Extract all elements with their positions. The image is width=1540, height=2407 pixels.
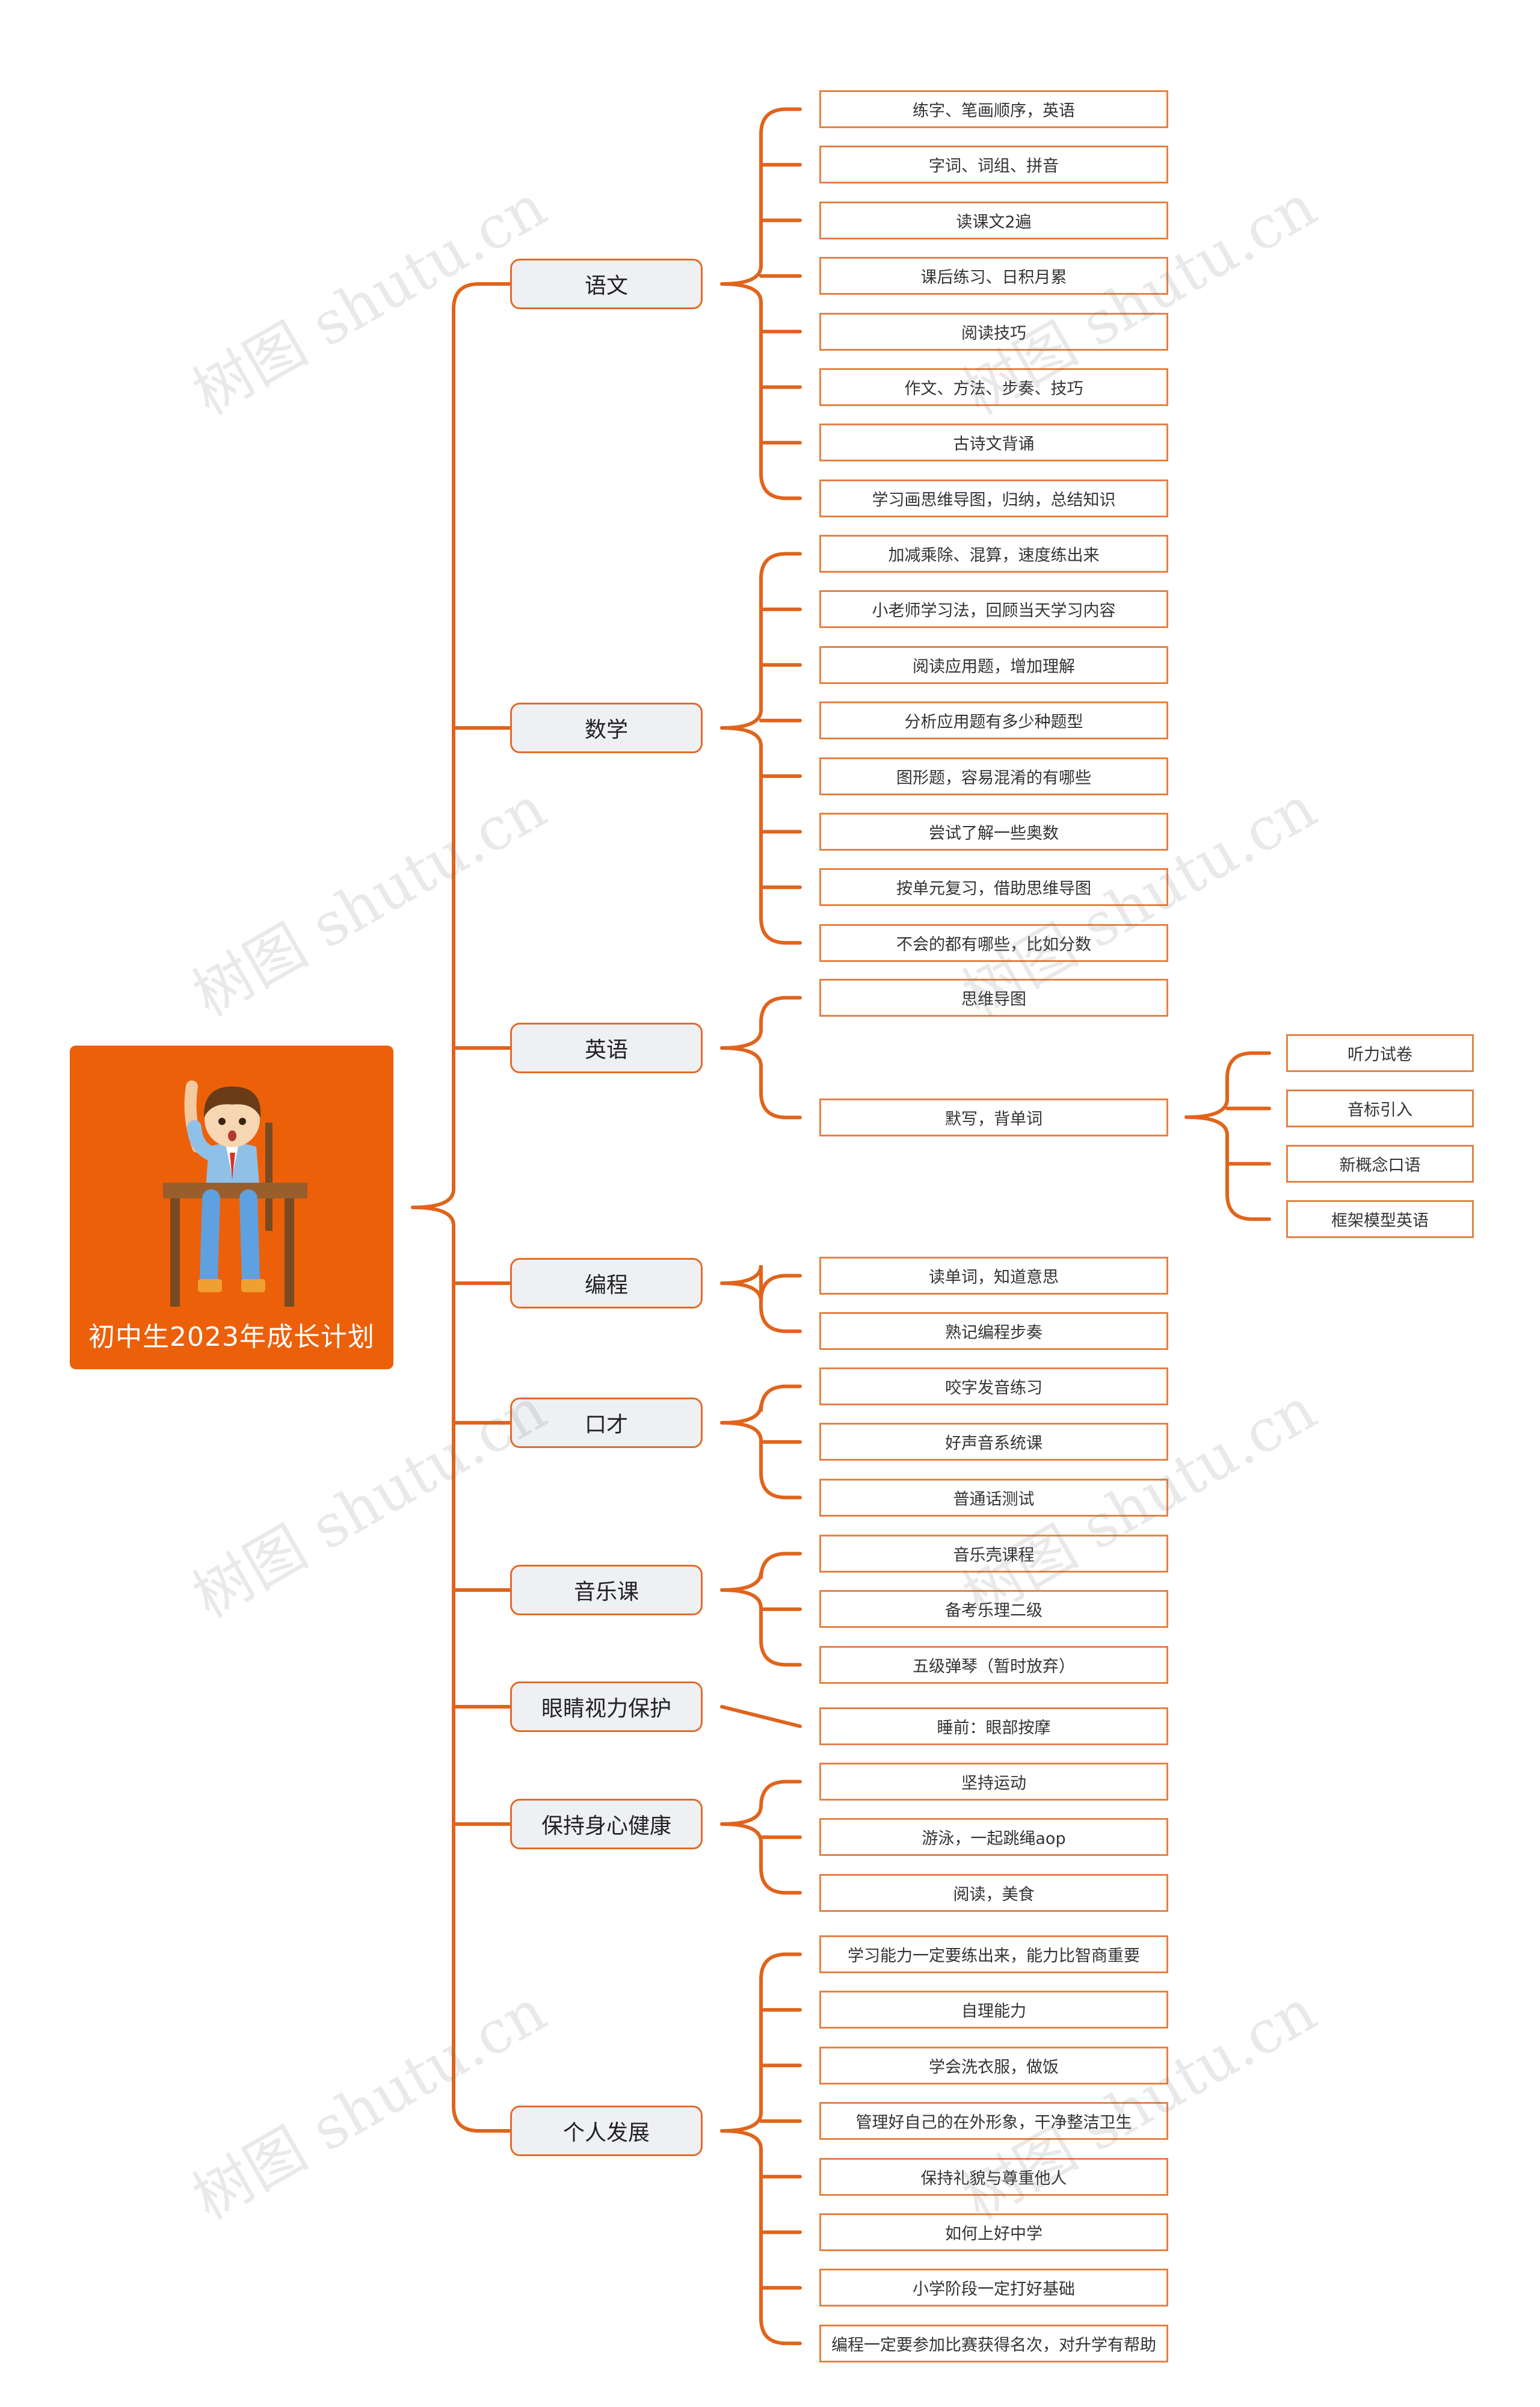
- leaf-node[interactable]: 古诗文背诵: [819, 424, 1168, 462]
- leaf-node[interactable]: 如何上好中学: [819, 2213, 1168, 2251]
- sub-brace-lower: [1184, 1115, 1271, 1221]
- branch-brace-0-lower: [720, 282, 802, 501]
- sub-leaf-node[interactable]: 听力试卷: [1286, 1034, 1474, 1072]
- leaf-node[interactable]: 阅读技巧: [819, 312, 1168, 351]
- leaf-node[interactable]: 熟记编程步奏: [819, 1312, 1168, 1351]
- leaf-node[interactable]: 编程一定要参加比赛获得名次，对升学有帮助: [819, 2324, 1168, 2362]
- leaf-node[interactable]: 加减乘除、混算，速度练出来: [819, 535, 1168, 573]
- leaf-node[interactable]: 不会的都有哪些，比如分数: [819, 923, 1168, 962]
- leaf-node[interactable]: 默写，背单词: [819, 1099, 1168, 1136]
- branch-brace-2-upper: [720, 996, 802, 1050]
- branch-node[interactable]: 口才: [510, 1398, 703, 1448]
- root-trunk-upper: [411, 282, 512, 1209]
- branch-brace-7-upper: [720, 1780, 802, 1826]
- leaf-node[interactable]: 阅读，美食: [819, 1873, 1168, 1912]
- student-at-desk-illustration: [163, 1080, 307, 1307]
- root-trunk-lower: [411, 1206, 512, 2133]
- leaf-node[interactable]: 备考乐理二级: [819, 1590, 1168, 1629]
- branch-brace-4-lower: [720, 1421, 802, 1500]
- leaf-node[interactable]: 作文、方法、步奏、技巧: [819, 368, 1168, 406]
- leaf-node[interactable]: 自理能力: [819, 1991, 1168, 2029]
- branch-node[interactable]: 语文: [510, 259, 703, 309]
- branch-brace-7-lower: [720, 1822, 802, 1895]
- leaf-node[interactable]: 五级弹琴（暂时放弃）: [819, 1645, 1168, 1684]
- sub-leaf-node[interactable]: 新概念口语: [1286, 1145, 1474, 1183]
- sub-brace-upper: [1184, 1051, 1271, 1119]
- leaf-node[interactable]: 睡前：眼部按摩: [819, 1707, 1168, 1745]
- branch-brace-8-upper: [720, 1952, 802, 2133]
- branch-brace-1-upper: [720, 552, 802, 730]
- leaf-node[interactable]: 课后练习、日积月累: [819, 257, 1168, 295]
- branch-node[interactable]: 音乐课: [510, 1565, 703, 1615]
- root-node[interactable]: 初中生2023年成长计划: [70, 1046, 393, 1369]
- leaf-node[interactable]: 图形题，容易混淆的有哪些: [819, 757, 1168, 795]
- leaf-node[interactable]: 字词、词组、拼音: [819, 146, 1168, 184]
- leaf-node[interactable]: 小学阶段一定打好基础: [819, 2269, 1168, 2307]
- branch-brace-3-lower: [720, 1281, 802, 1333]
- branch-brace-6: [720, 1705, 802, 1728]
- branch-node[interactable]: 编程: [510, 1258, 703, 1308]
- leaf-node[interactable]: 阅读应用题，增加理解: [819, 646, 1168, 684]
- branch-node[interactable]: 保持身心健康: [510, 1799, 703, 1849]
- leaf-node[interactable]: 学会洗衣服，做饭: [819, 2046, 1168, 2085]
- leaf-node[interactable]: 学习画思维导图，归纳，总结知识: [819, 479, 1168, 517]
- leaf-node[interactable]: 管理好自己的在外形象，干净整洁卫生: [819, 2102, 1168, 2140]
- branch-brace-1-lower: [720, 726, 802, 945]
- branch-brace-8-lower: [720, 2129, 802, 2346]
- root-title: 初中生2023年成长计划: [88, 1322, 375, 1352]
- branch-brace-5-lower: [720, 1588, 802, 1667]
- sub-leaf-node[interactable]: 音标引入: [1286, 1089, 1474, 1127]
- branch-brace-5-upper: [720, 1552, 802, 1592]
- branch-node[interactable]: 个人发展: [510, 2106, 703, 2156]
- leaf-node[interactable]: 普通话测试: [819, 1478, 1168, 1517]
- leaf-node[interactable]: 游泳，一起跳绳aop: [819, 1818, 1168, 1857]
- leaf-node[interactable]: 按单元复习，借助思维导图: [819, 868, 1168, 907]
- leaf-node[interactable]: 思维导图: [819, 979, 1168, 1017]
- leaf-node[interactable]: 尝试了解一些奥数: [819, 813, 1168, 851]
- branch-brace-0-upper: [720, 107, 802, 286]
- branch-brace-4-upper: [720, 1384, 802, 1425]
- branch-brace-3-upper: [720, 1265, 802, 1301]
- branch-node[interactable]: 眼睛视力保护: [510, 1681, 703, 1732]
- leaf-node[interactable]: 练字、笔画顺序，英语: [819, 90, 1168, 128]
- sub-leaf-node[interactable]: 框架模型英语: [1286, 1200, 1474, 1238]
- leaf-node[interactable]: 保持礼貌与尊重他人: [819, 2157, 1168, 2196]
- leaf-node[interactable]: 音乐壳课程: [819, 1535, 1168, 1573]
- leaf-node[interactable]: 小老师学习法，回顾当天学习内容: [819, 590, 1168, 629]
- leaf-node[interactable]: 读课文2遍: [819, 201, 1168, 239]
- leaf-node[interactable]: 咬字发音练习: [819, 1367, 1168, 1405]
- branch-node[interactable]: 英语: [510, 1023, 703, 1073]
- leaf-node[interactable]: 学习能力一定要练出来，能力比智商重要: [819, 1935, 1168, 1973]
- leaf-node[interactable]: 好声音系统课: [819, 1423, 1168, 1461]
- leaf-node[interactable]: 读单词，知道意思: [819, 1257, 1168, 1295]
- leaf-node[interactable]: 分析应用题有多少种题型: [819, 701, 1168, 740]
- branch-brace-2-lower: [720, 1046, 802, 1120]
- leaf-node[interactable]: 坚持运动: [819, 1763, 1168, 1801]
- branch-node[interactable]: 数学: [510, 703, 703, 753]
